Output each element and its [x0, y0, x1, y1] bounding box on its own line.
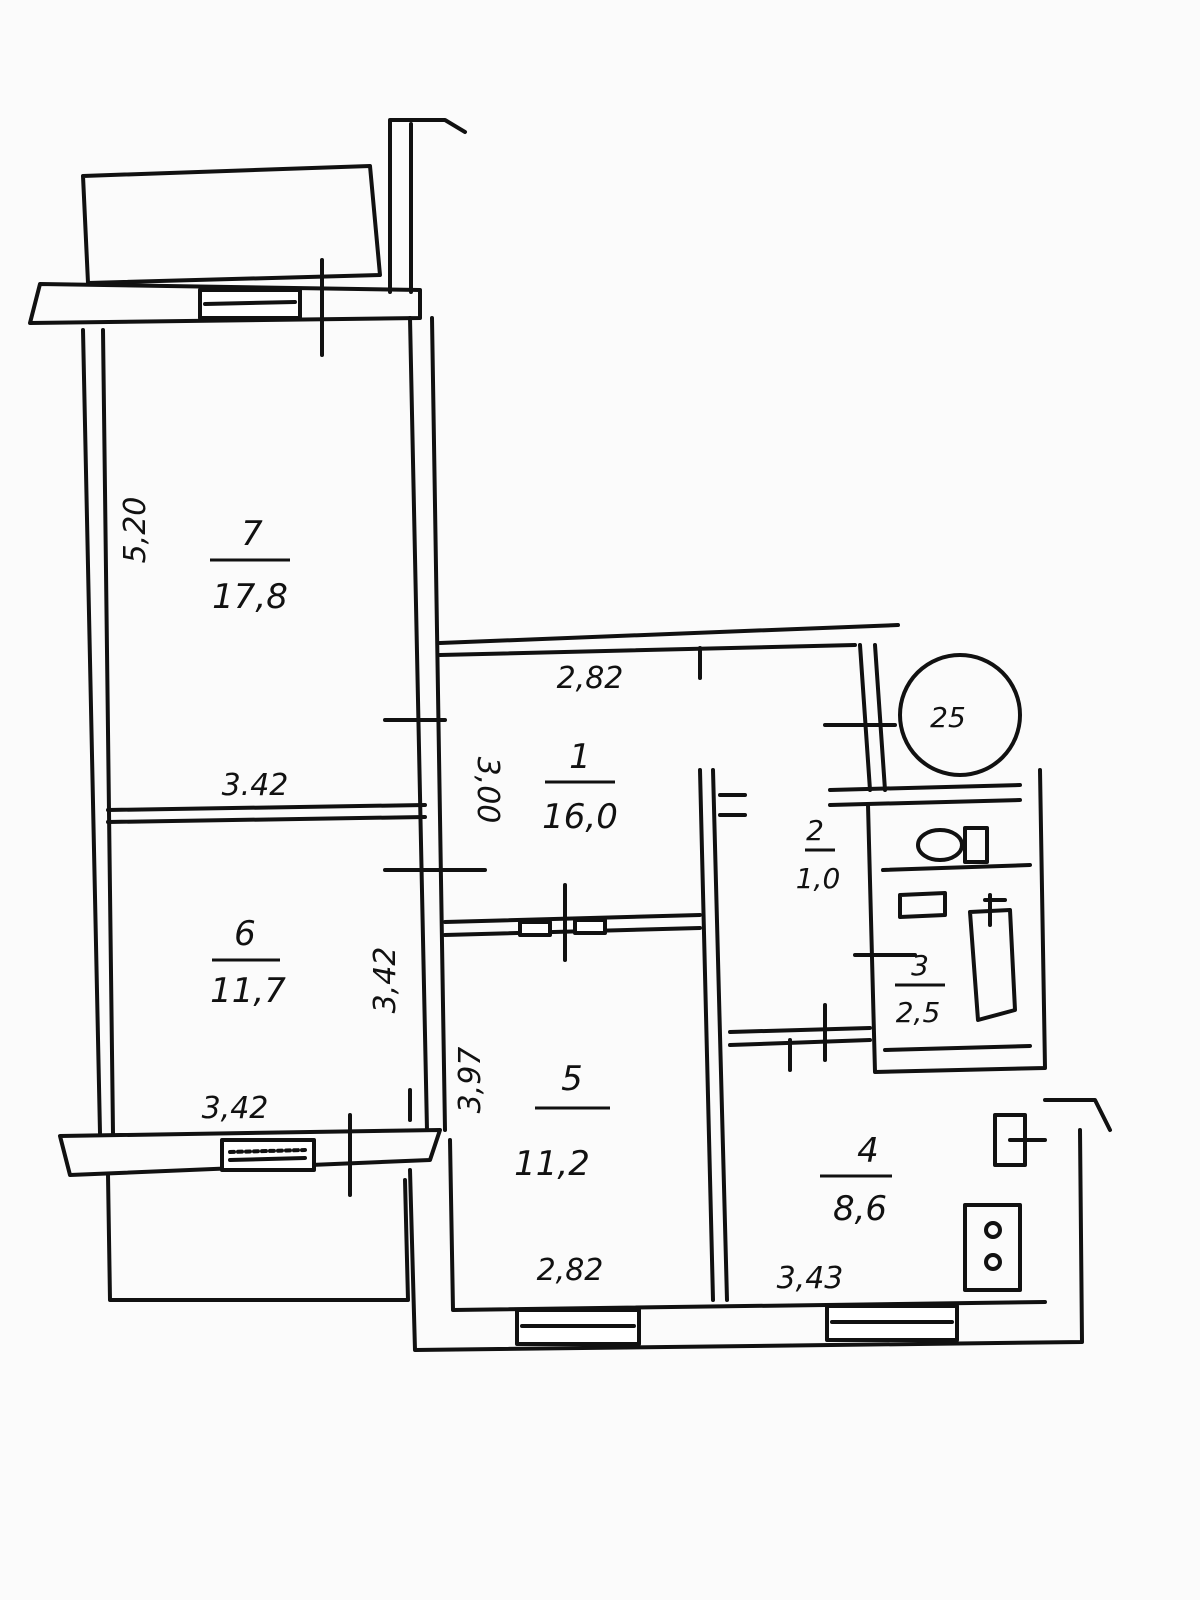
stamp-circle: 25 [898, 653, 1022, 777]
room-6-label: 6 11,7 [210, 914, 286, 1011]
room-3-label: 3 2,5 [895, 949, 945, 1029]
dimension-label: 3.42 [222, 768, 289, 803]
dimension-label: 3,42 [368, 947, 403, 1014]
room-area: 17,8 [212, 577, 288, 617]
room-number: 1 [569, 737, 591, 777]
room-number: 7 [241, 514, 263, 554]
dimension-label: 2,82 [537, 1253, 604, 1288]
room-area: 8,6 [833, 1189, 887, 1229]
dimension-label: 3,43 [777, 1261, 844, 1296]
room-area: 11,2 [514, 1144, 590, 1184]
room-area: 1,0 [796, 862, 841, 895]
walls [28, 118, 1112, 1352]
room-area: 11,7 [210, 971, 286, 1011]
dimension-label: 3,42 [202, 1091, 269, 1126]
dimension-label: 3,00 [470, 757, 505, 824]
room-number: 2 [806, 814, 824, 847]
room-2-label: 2 1,0 [796, 814, 841, 895]
room-number: 4 [857, 1131, 879, 1171]
room-number: 5 [561, 1059, 583, 1099]
dimension-label: 3,97 [453, 1047, 488, 1114]
dimension-label: 2,82 [557, 661, 624, 696]
room-area: 16,0 [542, 797, 618, 837]
room-number: 6 [234, 914, 256, 954]
stamp-label: 25 [930, 701, 966, 734]
room-area: 2,5 [896, 996, 941, 1029]
room-4-label: 4 8,6 [820, 1131, 892, 1229]
room-number: 3 [911, 949, 929, 982]
room-5-label: 5 11,2 [514, 1059, 610, 1184]
room-1-label: 1 16,0 [542, 737, 618, 837]
room-7-label: 7 17,8 [210, 514, 290, 617]
dimension-label: 5,20 [118, 497, 153, 564]
